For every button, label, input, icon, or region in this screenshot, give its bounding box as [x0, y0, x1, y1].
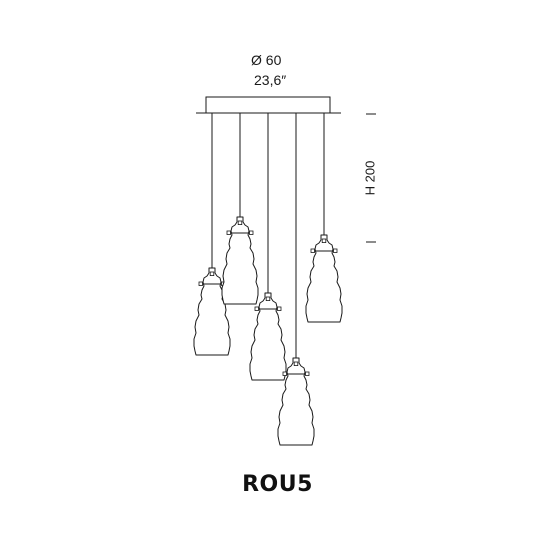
diameter-dimension: Ø 60 [251, 52, 282, 68]
glass-shade-2 [222, 217, 258, 304]
suspension-cables [211, 113, 325, 358]
model-name: ROU5 [242, 472, 313, 497]
glass-shade-3 [250, 293, 286, 380]
ceiling-canopy [205, 96, 331, 114]
diameter-inches-dimension: 23,6″ [254, 72, 287, 88]
glass-shade-5 [306, 235, 342, 322]
height-dimension: H 200 [362, 160, 378, 196]
